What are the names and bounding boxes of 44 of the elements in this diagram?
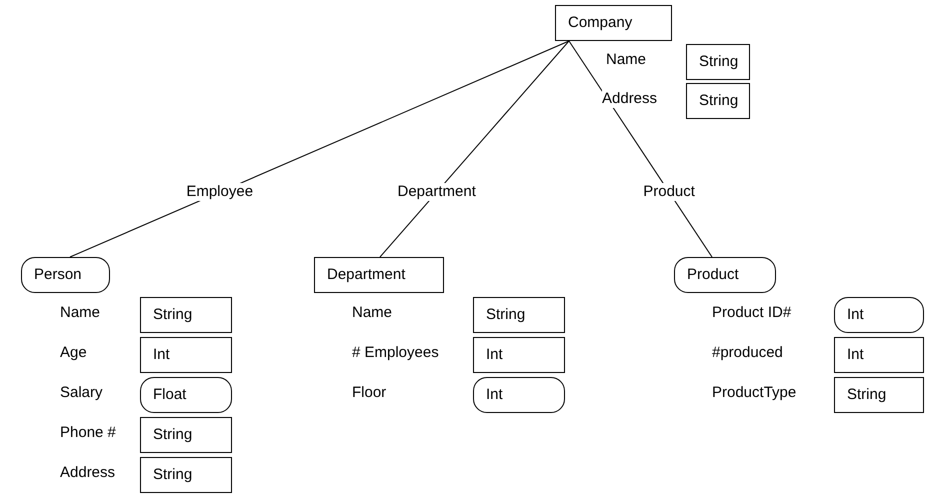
entity-box	[140, 297, 232, 333]
box-text: Int	[486, 346, 504, 364]
box-text: Float	[153, 386, 188, 404]
rounded-box	[674, 257, 776, 293]
box-text: Department	[327, 266, 406, 284]
box-text: String	[153, 466, 194, 484]
rounded-box	[473, 377, 565, 413]
entity-box	[834, 377, 924, 413]
entity-box	[473, 297, 565, 333]
box-text: String	[847, 386, 888, 404]
box-text: Product	[687, 266, 740, 284]
box-text: Person	[34, 266, 83, 284]
box-text: Company	[568, 14, 634, 32]
rounded-box	[140, 377, 232, 413]
attribute-name: Age	[60, 344, 87, 362]
entity-box	[555, 5, 672, 41]
attribute-name: Address	[602, 90, 658, 108]
entity-box	[473, 337, 565, 373]
box-text: String	[486, 306, 526, 324]
box-text: String	[153, 426, 194, 444]
entity-box	[686, 83, 750, 119]
box-text: Int	[847, 346, 865, 364]
box-text: Int	[486, 386, 504, 404]
rounded-box	[834, 297, 924, 333]
connector-line	[380, 40, 570, 258]
entity-box	[140, 337, 232, 373]
box-text: String	[699, 92, 740, 110]
box-text: String	[153, 306, 194, 324]
box-text: String	[699, 53, 740, 71]
entity-box	[140, 417, 232, 453]
box-text: Int	[153, 346, 171, 364]
rounded-box	[21, 257, 110, 293]
entity-box	[140, 457, 232, 493]
connector-line	[70, 40, 570, 258]
entity-box	[314, 257, 444, 293]
attribute-name: #produced	[712, 344, 783, 362]
entity-box	[834, 337, 924, 373]
attribute-name: # Employees	[352, 344, 439, 362]
box-text: Int	[847, 306, 865, 324]
attribute-name: ProductType	[712, 384, 796, 402]
entity-box	[686, 44, 750, 80]
edge-label: Product	[641, 183, 697, 202]
edge-label: Department	[396, 183, 478, 202]
attribute-name: Salary	[60, 384, 103, 402]
